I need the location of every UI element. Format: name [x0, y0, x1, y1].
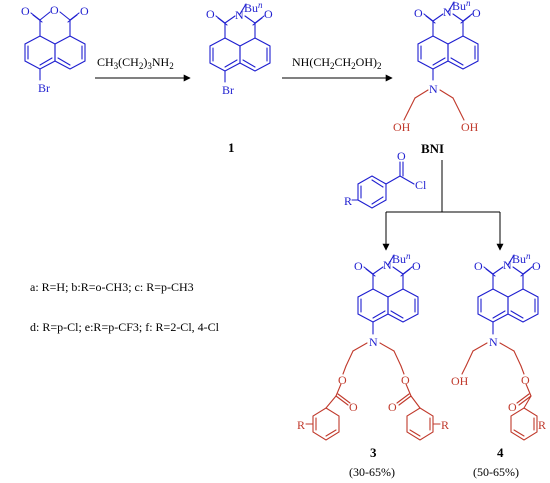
- butyl-c3: Bun: [392, 251, 411, 266]
- carbonyl-o-c3-right: O: [388, 400, 397, 414]
- atom-n-c1: N: [235, 8, 244, 22]
- ester-o-c4: O: [521, 373, 530, 387]
- atom-o-bni-left: O: [414, 6, 423, 20]
- hydroxyl-c4: OH: [451, 374, 469, 388]
- atom-br: Br: [38, 81, 50, 95]
- substituent-key-line2: d: R=p-Cl; e:R=p-CF3; f: R=2-Cl, 4-Cl: [30, 320, 220, 334]
- atom-o-c4-left: O: [474, 259, 483, 273]
- carbonyl-o-c3-left: O: [349, 400, 358, 414]
- atom-o-c3-right: O: [412, 259, 421, 273]
- benzoyl-chloride-structure: [351, 161, 415, 209]
- compound-4-arms: [461, 342, 538, 441]
- ester-o-c3-left: O: [338, 373, 347, 387]
- atom-o-left: O: [21, 4, 30, 18]
- atom-o-right: O: [80, 4, 89, 18]
- atom-n-c3: N: [369, 335, 378, 349]
- atom-o-c1-left: O: [206, 7, 215, 21]
- atom-o-c4-right: O: [532, 259, 541, 273]
- atom-o-c3-left: O: [354, 259, 363, 273]
- atom-n-imide-bni: N: [443, 5, 452, 19]
- substituent-r-acyl: R: [344, 194, 352, 208]
- atom-br-c1: Br: [222, 83, 234, 97]
- bni-diethanol-arms: [403, 89, 465, 121]
- substituent-r-c3-right: R: [441, 418, 449, 432]
- bni-structure: [417, 1, 479, 81]
- atom-n-bni: N: [429, 82, 438, 96]
- hydroxyl-bni-right: OH: [461, 120, 479, 134]
- butyl-c1: Bun: [244, 0, 263, 15]
- atom-o-acyl: O: [397, 149, 406, 163]
- substituent-r-c4: R: [538, 418, 546, 432]
- compound-4-yield: (50-65%): [473, 465, 519, 479]
- ester-o-c3-right: O: [401, 373, 410, 387]
- carbonyl-o-c4: O: [508, 400, 517, 414]
- atom-n-imide-c3: N: [383, 258, 392, 272]
- compound-3-ester-arms: [305, 342, 441, 441]
- bni-label: BNI: [421, 141, 444, 156]
- atom-o-ring: O: [50, 3, 59, 17]
- reagent-butylamine: CH3(CH2)3NH2: [97, 55, 174, 71]
- butyl-bni: Bun: [452, 0, 471, 13]
- branch-arrows: [382, 160, 504, 251]
- atom-cl-acyl: Cl: [415, 178, 427, 192]
- substituent-r-c3-left: R: [297, 418, 305, 432]
- compound-4-label: 4: [497, 445, 504, 460]
- atom-o-c1-right: O: [264, 7, 273, 21]
- atom-o-bni-right: O: [472, 6, 481, 20]
- atom-n-imide-c4: N: [503, 258, 512, 272]
- compound-4-core: [477, 254, 539, 335]
- substituent-key-line1: a: R=H; b:R=o-CH3; c: R=p-CH3: [30, 280, 194, 294]
- hydroxyl-bni-left: OH: [393, 120, 411, 134]
- butyl-c4: Bun: [512, 251, 531, 266]
- compound-3-label: 3: [370, 445, 377, 460]
- compound-3-yield: (30-65%): [349, 465, 395, 479]
- atom-n-c4: N: [489, 335, 498, 349]
- bromonaphthalic-anhydride: [24, 11, 86, 81]
- reagent-diethanolamine: NH(CH2CH2OH)2: [292, 55, 382, 71]
- compound-3-core: [357, 254, 419, 335]
- compound-1-structure: [209, 3, 271, 83]
- compound-1-label: 1: [228, 140, 235, 155]
